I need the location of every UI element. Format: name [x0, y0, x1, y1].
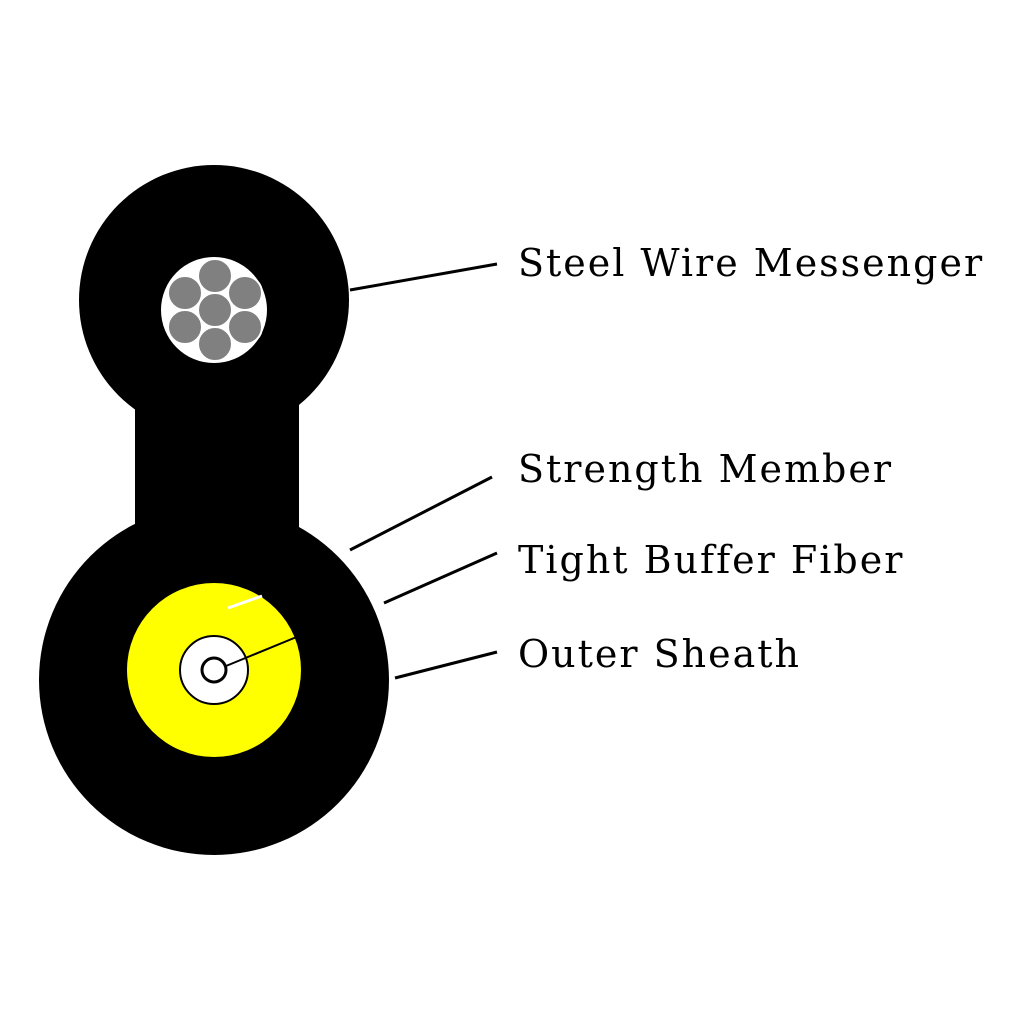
steel-strand — [197, 258, 233, 294]
leader-fiber-inner — [225, 635, 300, 667]
tight-buffer-fiber — [179, 635, 249, 705]
leader-tight-buffer-fiber — [383, 551, 498, 605]
steel-strand — [197, 326, 233, 362]
steel-strand — [167, 275, 203, 311]
leader-steel-wire-messenger — [349, 262, 498, 292]
steel-strand — [167, 309, 203, 345]
fiber-core — [200, 656, 228, 684]
label-outer-sheath: Outer Sheath — [518, 632, 802, 676]
steel-wire-messenger — [161, 257, 267, 363]
leader-strength-inner — [227, 594, 263, 610]
label-tight-buffer-fiber: Tight Buffer Fiber — [518, 538, 905, 582]
label-steel-wire-messenger: Steel Wire Messenger — [518, 241, 985, 285]
leader-outer-sheath — [394, 650, 498, 680]
leader-strength-member — [349, 475, 493, 552]
label-strength-member: Strength Member — [518, 447, 893, 491]
steel-strand — [227, 275, 263, 311]
steel-strand — [197, 292, 233, 328]
leader-lines — [349, 262, 498, 680]
steel-strand — [227, 309, 263, 345]
